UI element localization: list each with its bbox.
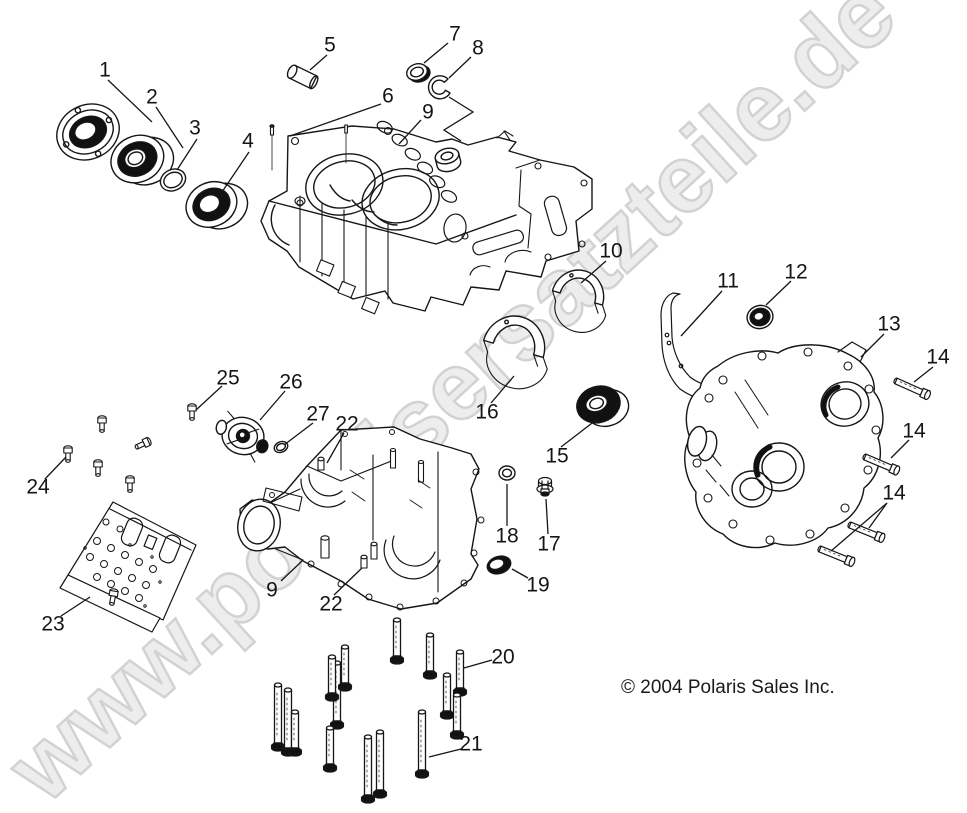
part-3-oring	[159, 168, 187, 192]
callout-4: 4	[242, 129, 254, 153]
part-14-bolt	[815, 543, 857, 568]
callout-8: 8	[472, 36, 484, 60]
part-24-bolt	[63, 445, 73, 463]
part-18-washer	[498, 465, 516, 481]
part-24-bolt	[97, 415, 107, 433]
part-2-bearing	[110, 134, 175, 186]
part-19-cap	[486, 555, 512, 575]
part-7-plug	[406, 63, 431, 83]
callout-5: 5	[324, 33, 336, 57]
part-27-oring	[273, 440, 289, 454]
part-4-seal	[185, 180, 249, 230]
part-23-baffle-plate	[59, 501, 197, 633]
callout-9-upper: 9	[422, 100, 434, 124]
callout-2: 2	[146, 85, 158, 109]
part-13-crankcase-cover	[684, 341, 884, 549]
part-6-vent-screw	[269, 124, 348, 171]
part-22-stud	[360, 554, 368, 569]
part-14-bolt	[891, 375, 933, 402]
part-24-bolt	[93, 459, 103, 477]
part-10-bearing-half	[551, 269, 607, 333]
part-8-snap-ring	[427, 75, 451, 100]
part-17-plug	[536, 476, 554, 497]
callout-26: 26	[279, 370, 303, 394]
callout-27: 27	[306, 402, 330, 426]
callout-12: 12	[784, 260, 808, 284]
callout-11: 11	[717, 269, 739, 293]
callout-22-b: 22	[319, 592, 343, 616]
part-22-stud	[317, 456, 325, 471]
callout-6: 6	[382, 84, 394, 108]
part-9-upper-crankcase	[260, 120, 593, 315]
callout-21: 21	[459, 732, 483, 756]
part-24-bolt	[133, 436, 153, 453]
part-16-bearing-half	[482, 315, 548, 390]
part-24-bolt	[125, 475, 135, 493]
callout-23: 23	[41, 612, 65, 636]
callout-9-lower: 9	[266, 578, 278, 602]
callout-14-b: 14	[902, 419, 926, 443]
callout-14-a: 14	[926, 345, 950, 369]
callout-3: 3	[189, 116, 201, 140]
callout-22-a: 22	[335, 412, 359, 436]
callout-24: 24	[26, 475, 50, 499]
part-5-dowel-pin	[286, 64, 319, 90]
copyright-text: © 2004 Polaris Sales Inc.	[621, 677, 835, 698]
callout-19: 19	[526, 573, 550, 597]
callout-25: 25	[216, 366, 240, 390]
part-12-seal	[746, 304, 774, 330]
part-15-seal	[576, 385, 630, 428]
part-25-bolt	[187, 403, 197, 421]
part-26-pump-cover	[215, 410, 269, 463]
part-14-bolt	[845, 519, 887, 544]
callout-1: 1	[99, 58, 111, 82]
part-9-lower-crankcase	[237, 426, 485, 611]
leader-lines	[44, 42, 934, 758]
part-1-seal	[56, 103, 120, 161]
callout-13: 13	[877, 312, 901, 336]
callout-16: 16	[475, 400, 499, 424]
part-20-21-bolts	[270, 617, 468, 804]
callout-10: 10	[599, 239, 623, 263]
callout-17: 17	[537, 532, 561, 556]
callout-15: 15	[545, 444, 569, 468]
callout-18: 18	[495, 524, 519, 548]
callout-7: 7	[449, 22, 461, 46]
callout-20: 20	[491, 645, 515, 669]
callout-14-c: 14	[882, 481, 906, 505]
